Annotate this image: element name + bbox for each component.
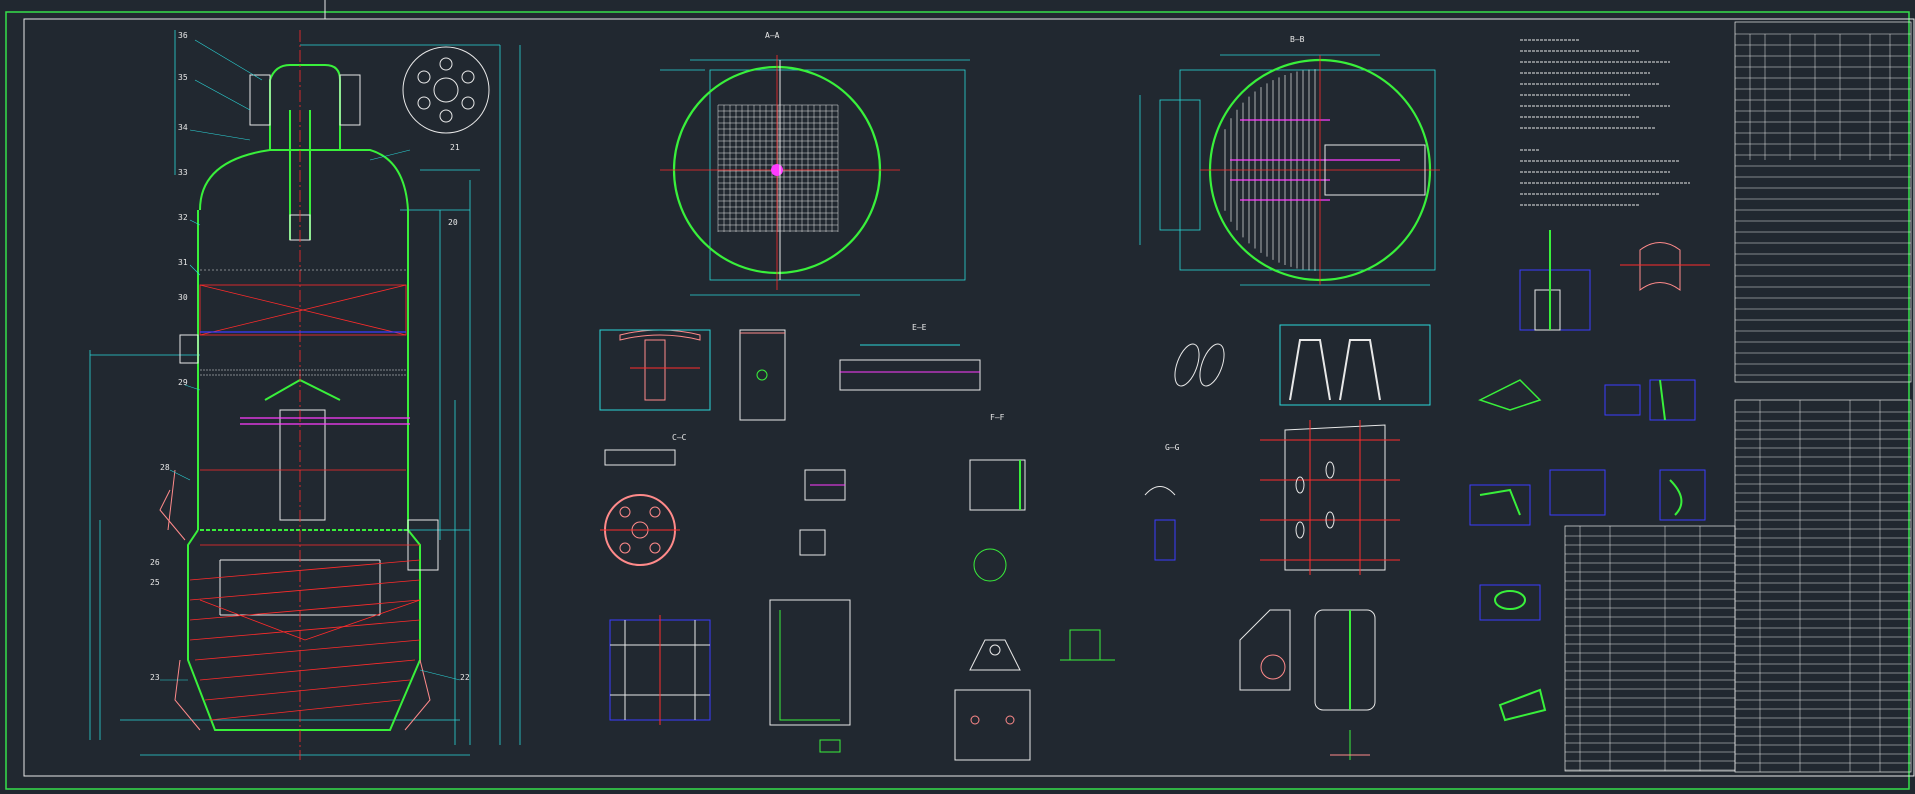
detail-ring-plate [1239,609,1376,760]
detail-nozzle-reinforcement [1519,230,1710,331]
leader-number: 21 [450,143,460,152]
drawing-frame [5,0,1915,790]
leader-number: 28 [160,463,170,472]
detail-bracket-1 [739,329,786,421]
leader-number: 36 [178,31,188,40]
detail-plate-holes [1260,420,1400,575]
section-label-a-a: A—A [765,31,780,40]
detail-weld-1 [1478,379,1696,421]
detail-weld-3 [1479,584,1547,722]
detail-views: E—E C—C F—F [599,230,1710,761]
detail-g-g: G—G [1144,443,1180,561]
detail-weld-2 [1469,469,1706,526]
svg-text:F—F: F—F [990,413,1005,422]
section-label-b-b: B—B [1290,35,1305,44]
leader-number: 26 [150,558,160,567]
leader-number: 29 [178,378,188,387]
leader-number: 20 [448,218,458,227]
detail-e-e: E—E [839,323,981,391]
vessel-elevation-view: 36 35 34 33 32 31 30 29 28 26 25 23 22 2… [89,30,521,760]
leader-number: 30 [178,293,188,302]
svg-text:E—E: E—E [912,323,927,332]
leader-number: 23 [150,673,160,682]
detail-lifting-lug [954,629,1115,761]
detail-weld-plate [609,615,711,725]
detail-c-c: C—C [600,433,687,566]
detail-support-legs [1279,324,1431,406]
leader-number: 33 [178,168,188,177]
leader-number: 31 [178,258,188,267]
svg-text:C—C: C—C [672,433,687,442]
technical-notes [1520,39,1690,206]
detail-f-f: F—F [969,413,1026,582]
detail-oval-holes [1174,343,1225,387]
leader-number: 22 [460,673,470,682]
leader-number: 35 [178,73,188,82]
detail-small-clip [799,469,846,556]
section-a-a-view: A—A [660,31,970,296]
detail-flange-1 [599,329,711,411]
leader-number: 32 [178,213,188,222]
leader-number: 25 [150,578,160,587]
detail-angle [769,599,851,753]
leader-number: 34 [178,123,188,132]
section-b-b-view: B—B [1139,35,1440,286]
svg-text:G—G: G—G [1165,443,1180,452]
title-block-tables [1564,21,1912,773]
